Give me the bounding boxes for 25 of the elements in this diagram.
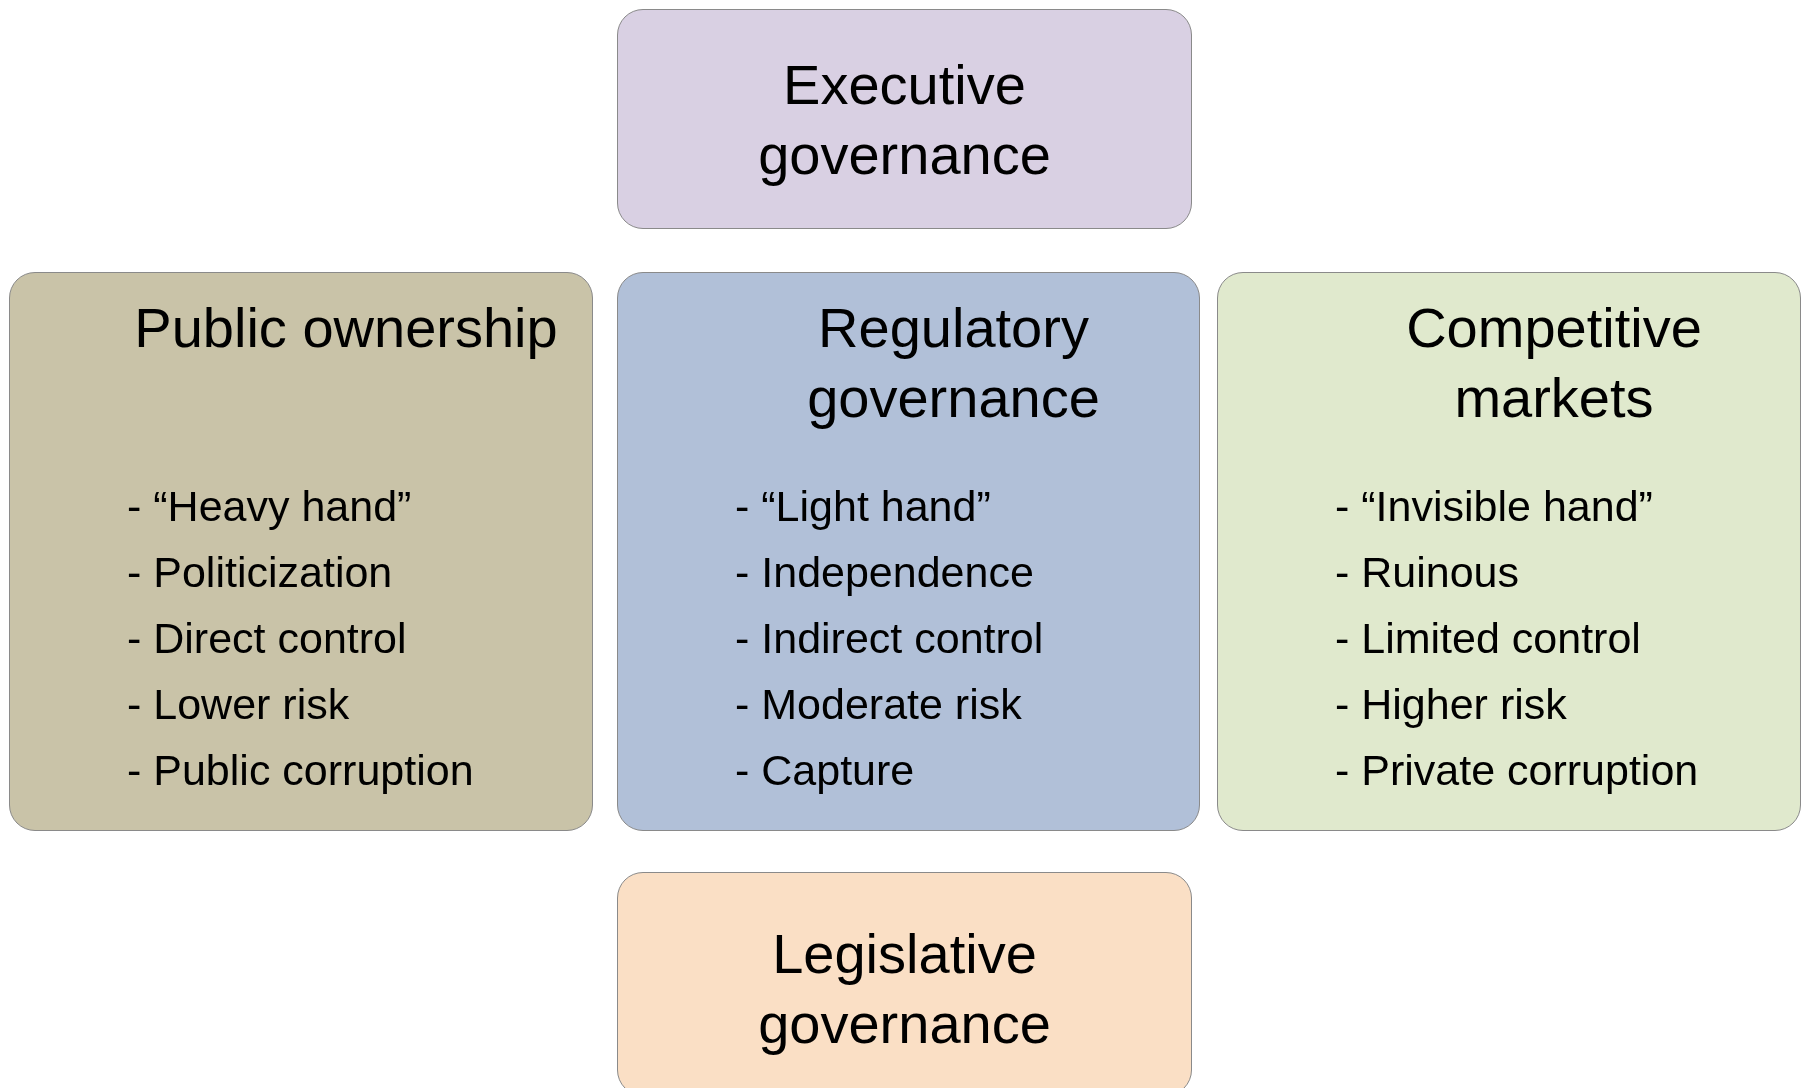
list-item: - Direct control	[127, 613, 407, 663]
list-item: - Limited control	[1335, 613, 1641, 663]
list-item: - Independence	[735, 547, 1034, 597]
list-item: - Public corruption	[127, 745, 474, 795]
category-box	[9, 272, 593, 831]
list-item: - Ruinous	[1335, 547, 1520, 597]
list-item: - Capture	[735, 745, 915, 795]
box-heading: Executive governance	[757, 52, 1052, 188]
list-item: - Indirect control	[735, 613, 1044, 663]
list-item: - Higher risk	[1335, 679, 1567, 729]
box-heading: Public ownership	[133, 295, 559, 361]
list-item: - Politicization	[127, 547, 393, 597]
list-item: - Private corruption	[1335, 745, 1699, 795]
box-heading: Competitive markets	[1405, 295, 1703, 431]
list-item: - Moderate risk	[735, 679, 1022, 729]
category-box	[617, 272, 1200, 831]
list-item: - Lower risk	[127, 679, 350, 729]
list-item: - “Invisible hand”	[1335, 481, 1653, 531]
box-heading: Legislative governance	[757, 921, 1052, 1057]
category-box	[617, 872, 1192, 1088]
list-item: - “Light hand”	[735, 481, 991, 531]
category-box	[617, 9, 1192, 229]
list-item: - “Heavy hand”	[127, 481, 412, 531]
box-heading: Regulatory governance	[806, 295, 1101, 431]
category-box	[1217, 272, 1801, 831]
